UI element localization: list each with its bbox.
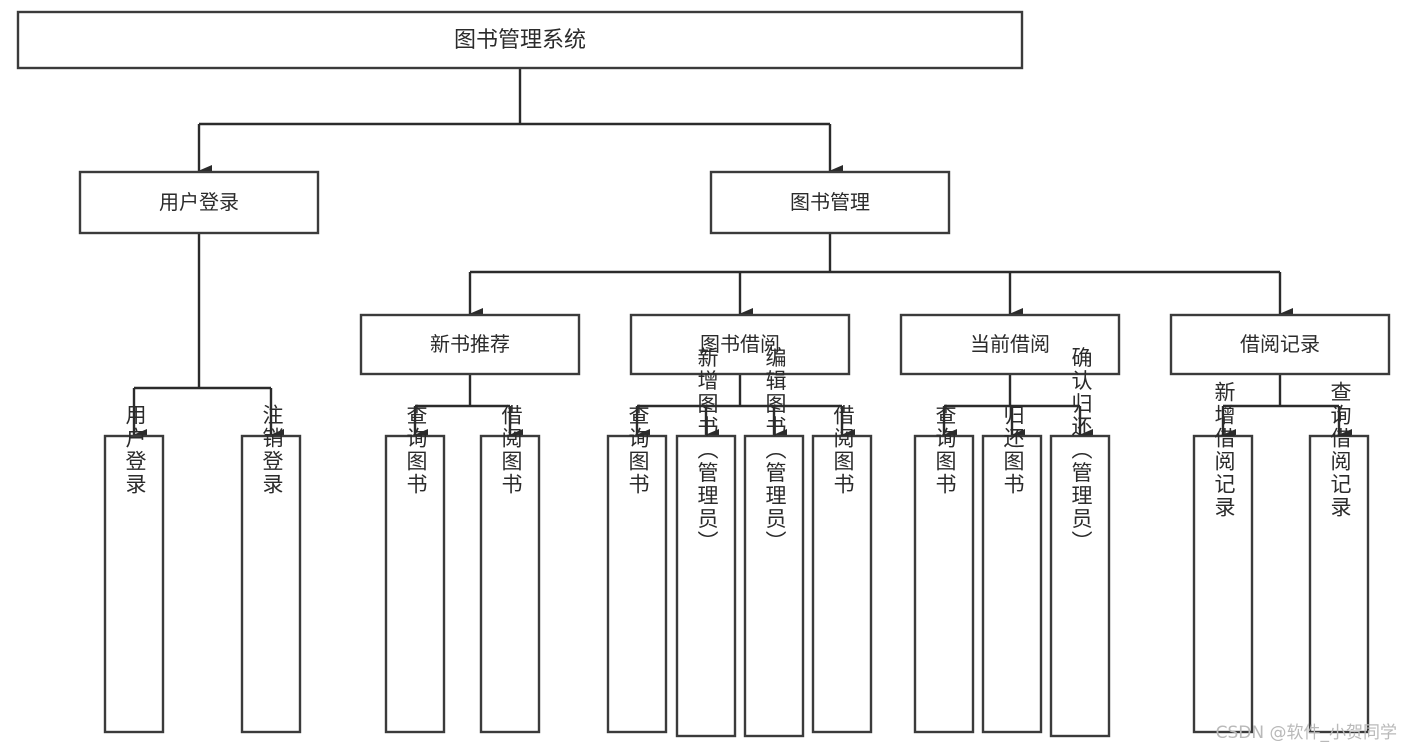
level3-node-1[interactable]: 图书借阅 (629, 313, 851, 376)
level3-node-0[interactable]: 新书推荐 (359, 313, 581, 376)
level2-node-0[interactable]: 用户登录 (78, 170, 320, 235)
node-label: 借阅记录 (1240, 332, 1320, 356)
node-box (981, 434, 1043, 734)
node-boxes: 图书管理系统用户登录图书管理新书推荐图书借阅当前借阅借阅记录用户登录注销登录查询… (16, 10, 1391, 738)
leaf-node-12[interactable]: 查询借阅记录 (1308, 381, 1370, 734)
leaf-label: 查询图书 (933, 404, 957, 496)
node-label: 图书管理系统 (454, 28, 586, 53)
leaf-node-10[interactable]: 确认归还（管理员） (1049, 347, 1111, 738)
connector-edges (132, 68, 1352, 441)
leaf-label: 查询借阅记录 (1328, 381, 1352, 519)
node-label: 当前借阅 (970, 332, 1050, 356)
node-box (1308, 434, 1370, 734)
node-box (16, 10, 1024, 70)
node-label: 用户登录 (159, 190, 239, 214)
leaf-node-8[interactable]: 查询图书 (913, 404, 975, 734)
level3-node-3[interactable]: 借阅记录 (1169, 313, 1391, 376)
leaf-label: 借阅图书 (499, 404, 523, 496)
leaf-node-3[interactable]: 借阅图书 (479, 404, 541, 734)
leaf-node-4[interactable]: 查询图书 (606, 404, 668, 734)
node-box (709, 170, 951, 235)
node-box (240, 434, 302, 734)
leaf-label: 注销登录 (260, 404, 284, 496)
node-box (1192, 434, 1254, 734)
node-box (606, 434, 668, 734)
leaf-label: 查询图书 (404, 404, 428, 496)
leaf-label: 编辑图书（管理员） (763, 347, 787, 554)
leaf-label: 用户登录 (123, 404, 147, 496)
leaf-label: 新增图书（管理员） (695, 347, 719, 554)
node-box (479, 434, 541, 734)
level3-node-2[interactable]: 当前借阅 (899, 313, 1121, 376)
leaf-node-9[interactable]: 归还图书 (981, 404, 1043, 734)
node-label: 图书借阅 (700, 332, 780, 356)
node-box (629, 313, 851, 376)
leaf-node-0[interactable]: 用户登录 (103, 404, 165, 734)
node-label: 图书管理 (790, 190, 870, 214)
level2-node-1[interactable]: 图书管理 (709, 170, 951, 235)
node-label: 新书推荐 (430, 332, 510, 356)
node-box (1169, 313, 1391, 376)
node-box (384, 434, 446, 734)
node-box (899, 313, 1121, 376)
node-box (103, 434, 165, 734)
leaf-node-1[interactable]: 注销登录 (240, 404, 302, 734)
root-node[interactable]: 图书管理系统 (16, 10, 1024, 70)
leaf-node-6[interactable]: 编辑图书（管理员） (743, 347, 805, 738)
leaf-label: 借阅图书 (831, 404, 855, 496)
node-box (913, 434, 975, 734)
leaf-node-2[interactable]: 查询图书 (384, 404, 446, 734)
node-box (675, 434, 737, 738)
node-box (359, 313, 581, 376)
node-box (1049, 434, 1111, 738)
node-box (811, 434, 873, 734)
node-box (78, 170, 320, 235)
node-box (743, 434, 805, 738)
leaf-node-11[interactable]: 新增借阅记录 (1192, 381, 1254, 734)
leaf-node-5[interactable]: 新增图书（管理员） (675, 347, 737, 738)
csdn-watermark: CSDN @软件_小贺同学 (1215, 723, 1397, 743)
leaf-label: 查询图书 (626, 404, 650, 496)
leaf-label: 新增借阅记录 (1212, 381, 1236, 519)
leaf-label: 确认归还（管理员） (1069, 347, 1093, 554)
leaf-label: 归还图书 (1001, 404, 1025, 496)
leaf-node-7[interactable]: 借阅图书 (811, 404, 873, 734)
